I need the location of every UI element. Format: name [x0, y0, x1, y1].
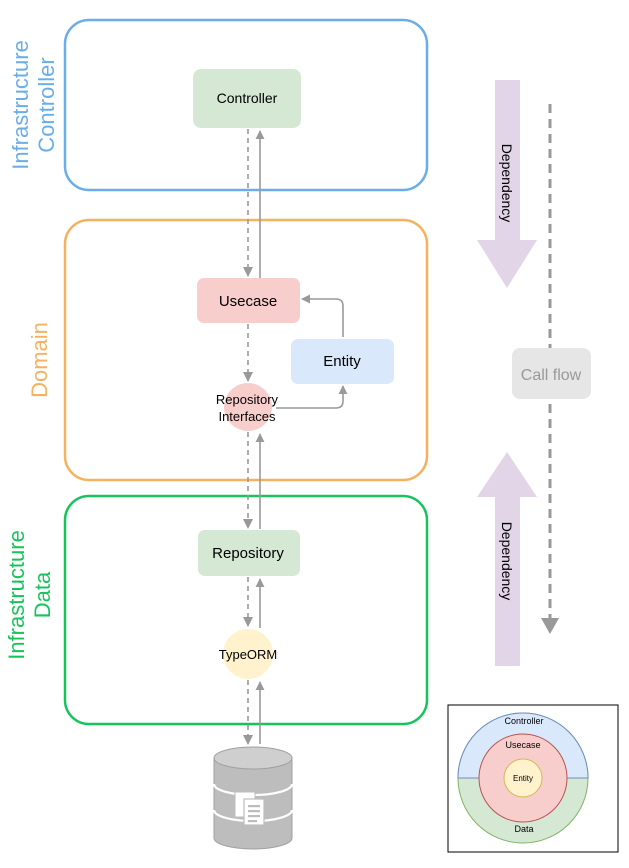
repository-interfaces-label-line1: Repository [216, 392, 279, 407]
repository-interfaces-label-line2: Interfaces [218, 409, 276, 424]
dependency-arrow-entity-usecase [301, 294, 344, 337]
controller-layer-box [63, 18, 429, 192]
call-flow-label: Call flow [521, 367, 582, 384]
data-layer-label: Infrastructure Data [4, 530, 55, 660]
svg-text:Infrastructure: Infrastructure [4, 530, 29, 660]
repository-interfaces-node [224, 383, 272, 431]
controller-node-label: Controller [217, 90, 278, 106]
onion-entity-core [503, 758, 543, 798]
controller-node [193, 69, 301, 128]
domain-layer-box [63, 218, 429, 482]
svg-text:Domain: Domain [27, 322, 52, 398]
entity-node-label: Entity [323, 353, 361, 370]
onion-diagram: Controller Usecase Entity Data [447, 704, 619, 853]
svg-text:Data: Data [30, 571, 55, 618]
data-layer-box [63, 494, 429, 726]
dependency-label-bottom: Dependency [499, 522, 515, 601]
typeorm-node-label: TypeORM [219, 647, 278, 662]
dependency-arrow-down: Dependency [477, 80, 537, 288]
repository-node-label: Repository [212, 545, 284, 562]
usecase-node [197, 278, 300, 323]
entity-node [291, 339, 394, 384]
onion-controller-label: Controller [504, 716, 543, 726]
onion-entity-label: Entity [513, 774, 533, 783]
call-flow-arrowhead [541, 618, 559, 634]
svg-text:Infrastructure: Infrastructure [8, 40, 33, 170]
dependency-arrow-up: Dependency [477, 452, 537, 666]
database-icon [212, 746, 294, 850]
usecase-node-label: Usecase [219, 293, 277, 310]
dependency-arrow-repo-interfaces-entity [276, 385, 348, 409]
onion-data-label: Data [514, 824, 533, 834]
repository-node [198, 530, 300, 576]
domain-layer-label: Domain [27, 322, 52, 398]
onion-usecase-label: Usecase [505, 740, 540, 750]
svg-text:Controller: Controller [34, 57, 59, 152]
call-flow-box [512, 348, 591, 399]
document-icon [234, 791, 265, 826]
dependency-label-top: Dependency [499, 144, 515, 223]
typeorm-node [223, 629, 273, 679]
controller-layer-label: Infrastructure Controller [8, 40, 59, 170]
